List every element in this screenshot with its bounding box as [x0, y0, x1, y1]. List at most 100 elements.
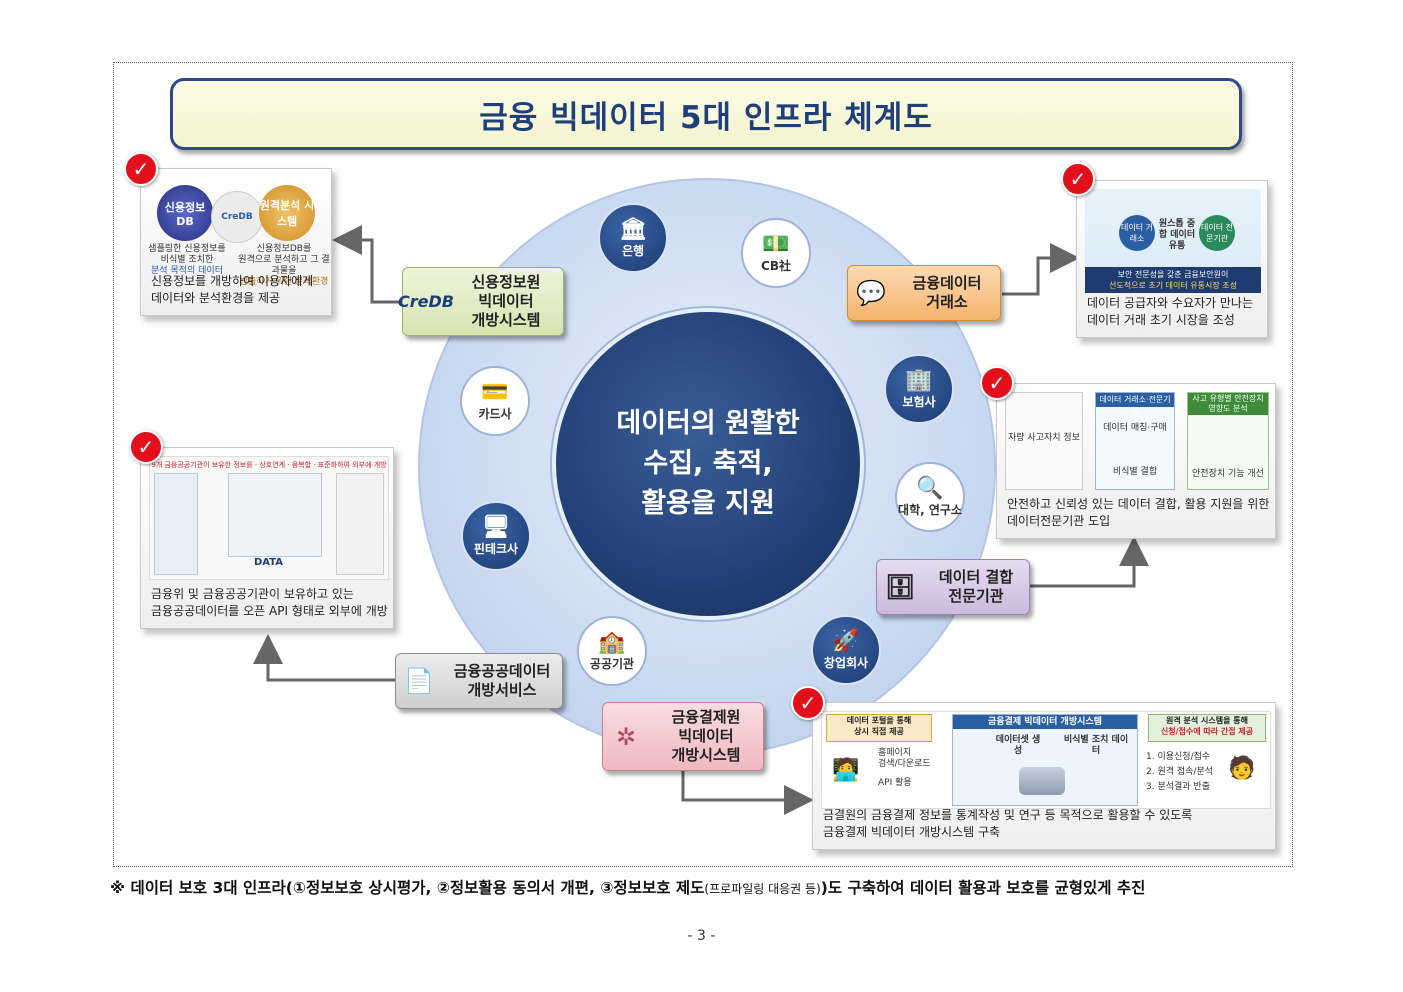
label-line: 빅데이터	[678, 727, 734, 745]
desc-line: 안전하고 신뢰성 있는 데이터 결합, 활용 지원을 위한	[1007, 497, 1270, 511]
credb-right-caption: 신용정보DB를 원격으로 분석하고 그 결과물을 반출하기 위한 분석환경	[237, 244, 331, 288]
payment-node-label: 금융결제원 빅데이터 개방시스템	[649, 708, 763, 765]
document-api-icon: 📄	[404, 667, 434, 695]
footnote-item: ①정보보호 상시평가,	[292, 879, 437, 897]
desc-line: 금융위 및 금융공공기관이 보유하고 있는	[151, 587, 354, 601]
credb-description: 신용정보를 개방하여 이용자에게 데이터와 분석환경을 제공	[151, 273, 313, 307]
monitor-icon: 🖥	[482, 514, 510, 540]
core-line-2: 수집, 축적,	[643, 448, 773, 479]
data-combine-icon: 🗄	[884, 573, 916, 601]
core-line-3: 활용을 지원	[641, 488, 775, 519]
public-diagram-header: 9개 금융공공기관이 보유한 정보를 · 상호연계 · 융복합 · 표준화하여 …	[151, 461, 387, 469]
remote-step: 1. 이용신청/접수	[1146, 752, 1211, 762]
credit-db-circle: 신용정보 DB	[157, 185, 213, 241]
exchange-node: 💬 금융데이터 거래소	[847, 265, 1001, 321]
remote-step: 3. 분석결과 반출	[1146, 782, 1210, 792]
institution-university: 🔍 대학, 연구소	[895, 462, 965, 532]
dataset-text: 데이터셋 생성	[995, 735, 1041, 756]
analyst-icon: 🧑	[1228, 756, 1256, 781]
col-2-bottom: 비식별 결합	[1112, 467, 1158, 477]
exchange-arrow	[1002, 243, 1080, 296]
desc-line: 데이터전문기관 도입	[1007, 514, 1111, 528]
caption-line: 반출하기 위한 분석환경	[239, 277, 329, 287]
core-line-1: 데이터의 원활한	[616, 408, 800, 439]
desc-line: 데이터 거래 초기 시장을 조성	[1087, 313, 1235, 327]
portal-line: 데이터 포털을 통해	[846, 716, 912, 725]
label-line: 전문기관	[948, 587, 1004, 605]
combine-col-2: 데이터 거래소·전문기관 데이터 매칭·구매 비식별 결합	[1095, 392, 1175, 490]
public-arrow	[253, 634, 395, 682]
institution-insurance: 🏢 보험사	[884, 354, 954, 424]
label-line: 개방시스템	[671, 746, 741, 764]
core-circle: 데이터의 원활한 수집, 축적, 활용을 지원	[552, 308, 864, 620]
label-line: 신용정보원	[471, 273, 541, 291]
exchange-center-text: 원스톱 중합 데이터 유통	[1158, 219, 1196, 251]
label-line: 금융데이터	[912, 274, 982, 292]
caption-line: 분석 목적의 데이터	[151, 266, 223, 276]
footnote-item: ②정보활용 동의서 개편,	[436, 879, 601, 897]
payment-system-header: 금융결제 빅데이터 개방시스템	[953, 715, 1137, 729]
caption-line: 비식별 조치한	[160, 255, 214, 265]
footnote-item: ③정보보호 제도	[600, 879, 705, 897]
remote-line: 신청/접수에 따라 간접 제공	[1160, 727, 1254, 736]
database-icon	[1019, 767, 1065, 795]
desc-line: 데이터와 분석환경을 제공	[151, 291, 281, 305]
payment-description: 금결원의 금융결제 정보를 통계작성 및 연구 등 목적으로 활용할 수 있도록…	[823, 807, 1192, 841]
desc-line: 금융공공데이터를 오픈 API 형태로 외부에 개방	[151, 604, 388, 618]
public-building-icon: 🏫	[598, 629, 626, 655]
portal-items: 홈페이지 검색/다운로드 API 활용	[878, 748, 950, 789]
institution-card: 💳 카드사	[460, 366, 530, 436]
card-icon: 💳	[481, 379, 509, 405]
payment-arrow	[681, 770, 814, 815]
combine-description: 안전하고 신뢰성 있는 데이터 결합, 활용 지원을 위한 데이터전문기관 도입	[1007, 496, 1269, 530]
combine-card: 자량 사고자치 정보 데이터 거래소·전문기관 데이터 매칭·구매 비식별 결합…	[996, 383, 1276, 539]
source-list	[154, 473, 198, 575]
institution-label: 창업회사	[823, 655, 869, 670]
combine-arrow	[1030, 536, 1149, 588]
label-line: 거래소	[926, 293, 968, 311]
payment-card: 데이터 포털을 통해 상시 직접 제공 금융결제 빅데이터 개방시스템 데이터셋…	[812, 702, 1276, 850]
col-3-header: 사고 유형별 안전장치 영향도 분석	[1188, 393, 1268, 415]
user-laptop-icon: 🧑‍💻	[832, 758, 860, 783]
footnote: ※ 데이터 보호 3대 인프라(①정보보호 상시평가, ②정보활용 동의서 개편…	[110, 876, 1300, 898]
combine-col-3: 사고 유형별 안전장치 영향도 분석 안전장치 기능 개선	[1187, 392, 1269, 490]
banner-line: 보안 전문성을 갖춘 금융보안원이	[1117, 270, 1229, 279]
institution-label: 카드사	[478, 406, 512, 421]
institution-label: 보험사	[902, 394, 936, 409]
rocket-icon: 🚀	[832, 628, 860, 654]
caption-line: 원격으로 분석하고 그 결과물을	[238, 255, 330, 276]
desc-line: 금융결제 빅데이터 개방시스템 구축	[823, 825, 1001, 839]
chat-icon: 💬	[856, 279, 886, 307]
deidentified-text: 비식별 조치 데이터	[1063, 735, 1129, 756]
checkmark-icon: ✓	[124, 152, 158, 186]
label-line: 개방서비스	[467, 681, 537, 699]
credb-logo: CreDB	[398, 292, 454, 311]
remote-step: 2. 원격 접속/분석	[1146, 767, 1214, 777]
footnote-small: (프로파일링 대응권 등)	[704, 882, 821, 896]
institution-label: CB社	[761, 258, 791, 273]
credb-arrow	[332, 225, 402, 304]
portal-line: 상시 직접 제공	[854, 727, 904, 736]
specialist-circle: 데이터 전문기관	[1199, 215, 1235, 251]
col-1-text: 자량 사고자치 정보	[1008, 433, 1080, 443]
institution-label: 은행	[621, 243, 645, 258]
page-number: - 3 -	[687, 928, 716, 944]
remote-line: 원격 분석 시스템을 통해	[1166, 716, 1248, 725]
api-list	[228, 473, 322, 557]
public-node-label: 금융공공데이터 개방서비스	[442, 662, 562, 700]
portal-item: API 활용	[878, 778, 912, 788]
footnote-prefix: ※ 데이터 보호 3대 인프라(	[110, 879, 293, 897]
exchange-node-label: 금융데이터 거래소	[894, 274, 1000, 312]
institution-cb: 💵 CB社	[741, 218, 811, 288]
money-stack-icon: 💵	[762, 231, 790, 257]
col-3-bottom: 안전장치 기능 개선	[1192, 469, 1264, 479]
checkmark-icon: ✓	[980, 366, 1014, 400]
institution-fintech: 🖥 핀테크사	[461, 501, 531, 571]
remote-box: 원격 분석 시스템을 통해 신청/접수에 따라 간접 제공	[1148, 714, 1266, 742]
credb-center-logo: CreDB	[211, 191, 263, 243]
desc-line: 신용정보를 개방하여 이용자에게	[151, 274, 314, 288]
public-description: 금융위 및 금융공공기관이 보유하고 있는 금융공공데이터를 오픈 API 형태…	[151, 586, 388, 620]
caption-line: 샘플링한 신용정보를	[148, 244, 226, 254]
col-2-header: 데이터 거래소·전문기관	[1096, 393, 1174, 418]
